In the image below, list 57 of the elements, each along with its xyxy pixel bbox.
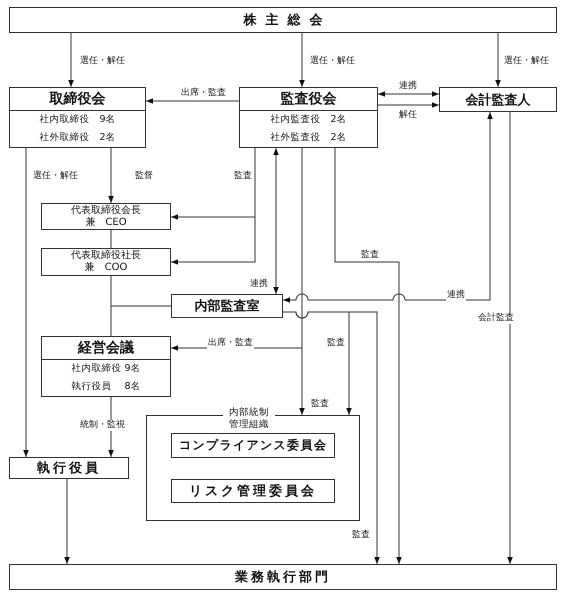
edge-label: 監査 — [326, 338, 346, 349]
member-count: 社外取締役 2名 — [38, 131, 117, 145]
member-count: 社内取締役 9名 — [70, 362, 142, 376]
edge-label: 統制・監視 — [79, 420, 126, 431]
org-box: 株主総会 — [9, 7, 557, 33]
edge-label: 選任・解任 — [503, 56, 550, 67]
arrow — [170, 148, 256, 265]
org-box: 代表取締役会長兼 CEO — [41, 203, 171, 230]
org-box: 内部監査室 — [171, 294, 283, 318]
arrow — [282, 112, 493, 303]
org-box — [9, 87, 146, 148]
edge-label: 会計監査 — [477, 313, 515, 324]
org-box: リスク管理委員会 — [171, 479, 335, 503]
member-count: 社内監査役 2名 — [269, 113, 348, 127]
member-count: 社外監査役 2名 — [269, 131, 348, 145]
edge-label: 出席・監査 — [207, 338, 254, 349]
org-box: 業務執行部門 — [9, 564, 557, 590]
edge-label: 出席・監査 — [180, 88, 227, 99]
org-box: 執行役員 — [9, 457, 129, 479]
arrow — [64, 478, 70, 564]
edge-label: 監査 — [360, 250, 380, 261]
edge-label: 選任・解任 — [309, 56, 356, 67]
arrow — [108, 148, 114, 204]
member-count: 社内取締役 9名 — [38, 113, 117, 127]
org-box: 代表取締役社長兼 COO — [41, 248, 171, 276]
connector-line — [110, 276, 172, 306]
org-box — [41, 336, 171, 397]
member-count: 執行役員 8名 — [70, 380, 142, 394]
arrow — [299, 32, 305, 88]
edge-label: 連携 — [446, 290, 466, 301]
arrow — [146, 98, 240, 104]
arrow — [299, 148, 305, 416]
arrow — [495, 32, 501, 88]
edge-label: 解任 — [398, 110, 418, 121]
edge-label: 監査 — [233, 171, 253, 182]
edge-label: 連携 — [398, 81, 418, 92]
org-box — [239, 87, 378, 148]
org-box: 会計監査人 — [439, 87, 557, 112]
edge-label: 監査 — [351, 530, 371, 541]
arrow — [378, 91, 440, 97]
org-box: コンプライアンス委員会 — [171, 433, 335, 458]
edge-label: 監督 — [134, 171, 154, 182]
edge-label: 選任・解任 — [32, 171, 79, 182]
box-heading: 経営会議 — [42, 337, 170, 360]
arrow — [23, 148, 29, 458]
edge-label: 連携 — [249, 279, 269, 290]
arrow — [334, 148, 402, 564]
arrow — [68, 32, 74, 88]
edge-label: 選任・解任 — [79, 56, 126, 67]
box-heading: 取締役会 — [10, 88, 145, 111]
arrow — [378, 102, 440, 108]
group-title: 内部統制管理組織 — [223, 407, 275, 431]
box-heading: 監査役会 — [240, 88, 377, 111]
connector-line — [110, 230, 112, 248]
arrow — [507, 112, 513, 564]
edge-label: 監査 — [310, 399, 330, 410]
arrow — [273, 148, 279, 294]
